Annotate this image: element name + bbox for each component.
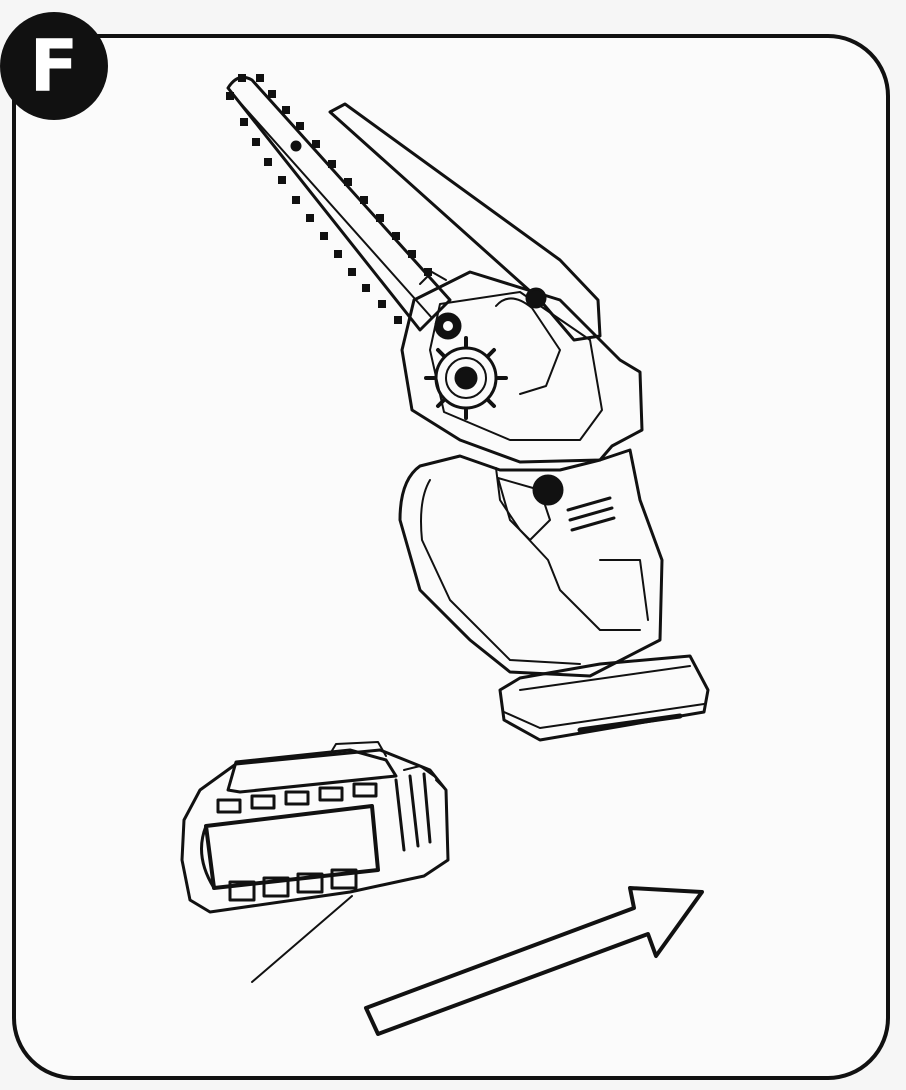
chainsaw-icon [226, 74, 710, 742]
chain-teeth [226, 74, 432, 324]
battery-receptacle [498, 654, 710, 742]
battery-pack-icon [180, 741, 450, 983]
sprocket-icon [424, 336, 508, 420]
lock-button [532, 474, 564, 506]
insert-arrow-icon [364, 886, 704, 1036]
side-cover [400, 270, 644, 464]
bar-nut [525, 287, 547, 309]
callout-line [251, 895, 353, 983]
handle-body [398, 448, 664, 678]
top-guard [328, 102, 602, 342]
guide-bar [226, 74, 452, 332]
instruction-panel-frame [12, 34, 890, 1080]
step-letter-badge: F [0, 12, 108, 120]
